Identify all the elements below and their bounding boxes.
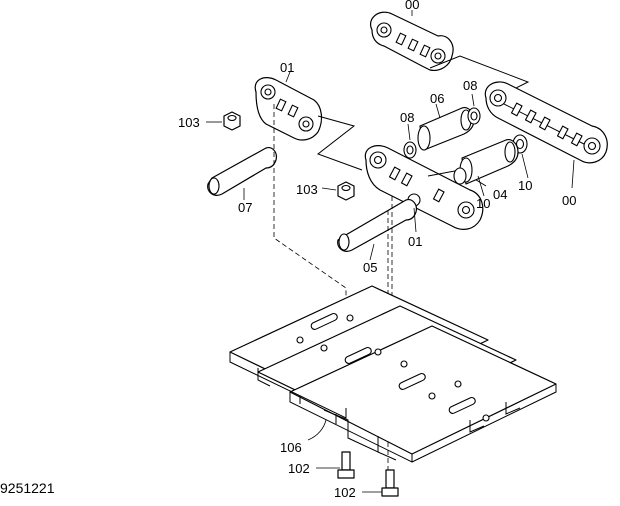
label-link-right: 00 (562, 193, 576, 208)
bushing-right (459, 139, 519, 185)
drawing-code: 9251221 (0, 480, 55, 496)
label-spacer-right: 10 (518, 178, 532, 193)
label-shoe: 106 (280, 440, 302, 455)
label-bushing-upper: 06 (430, 91, 444, 106)
label-bolt-upper: 102 (288, 461, 310, 476)
bolt-lower (381, 469, 399, 497)
nut-left (223, 111, 241, 131)
label-link-top: 00 (405, 0, 419, 12)
seal-upper (403, 141, 417, 159)
track-link-left (254, 77, 323, 141)
label-seal-upper: 08 (400, 110, 414, 125)
seal-lower (467, 107, 481, 125)
assembly-outline-left (316, 115, 363, 171)
track-shoe-assembly (229, 285, 557, 463)
label-nut-left: 103 (178, 115, 200, 130)
label-link-left: 01 (280, 60, 294, 75)
label-spacer-center: 10 (476, 196, 490, 211)
bolt-upper (337, 451, 355, 479)
spacer-center (453, 167, 467, 185)
track-link-right (484, 81, 608, 164)
pin-center (337, 199, 417, 252)
bushing-upper (417, 107, 475, 151)
label-link-center: 01 (408, 234, 422, 249)
nut-center (337, 181, 355, 201)
track-link-center (364, 145, 487, 230)
label-nut-center: 103 (296, 182, 318, 197)
label-seal-lower: 08 (463, 78, 477, 93)
label-bushing-right: 04 (493, 187, 507, 202)
label-pin-center: 05 (363, 260, 377, 275)
label-bolt-lower: 102 (334, 485, 356, 500)
leader-lines (206, 10, 575, 493)
track-link-top (370, 11, 454, 71)
label-pin-left: 07 (238, 200, 252, 215)
assembly-line-left (273, 104, 347, 420)
pin-left (207, 147, 277, 196)
